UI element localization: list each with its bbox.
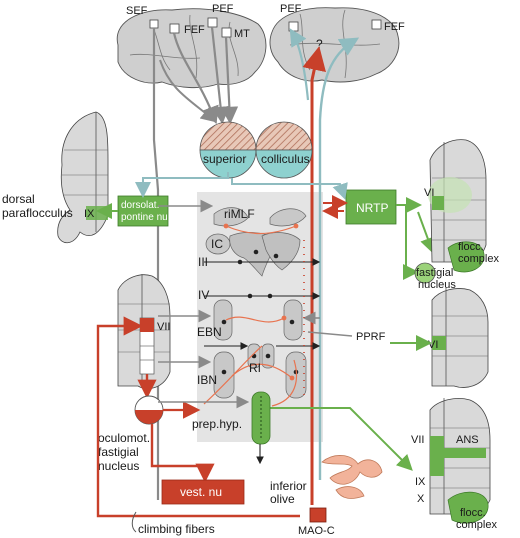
- label-mt: MT: [234, 28, 250, 40]
- mt-to-sc-path: [220, 36, 239, 125]
- label-pontine: pontine nu.: [121, 212, 171, 223]
- internal-orange-paths: [203, 225, 298, 407]
- label-prephyp: prep.hyp.: [192, 417, 242, 431]
- label-sef: SEF: [126, 5, 148, 17]
- superior-colliculus: [199, 121, 313, 179]
- mao-c-box: [309, 507, 327, 523]
- label-ix-right: IX: [415, 476, 426, 488]
- label-oculomot-2: fastigial: [98, 445, 139, 459]
- grey-brainstem-inputs: [158, 199, 320, 409]
- sef-descending-path: [152, 28, 160, 500]
- nrtp-to-flocc-path: [417, 211, 436, 254]
- label-fastigial-1: fastigial: [416, 267, 453, 279]
- label-vest: vest. nu: [180, 485, 222, 499]
- label-inferior-2: olive: [270, 492, 295, 506]
- fef-right-area-marker: [371, 19, 382, 30]
- label-colliculus: colliculus: [261, 152, 310, 166]
- dorsal-paraflocculus-cerebellum: [57, 111, 109, 244]
- pprf-pointer: [307, 331, 353, 337]
- oculomotor-vermis-cerebellum: [117, 274, 171, 389]
- label-oculomot-1: oculomot.: [98, 431, 150, 445]
- label-x-right: X: [417, 493, 425, 505]
- label-inferior-1: inferior: [270, 479, 307, 493]
- label-iii: III: [198, 255, 208, 269]
- label-climbing: climbing fibers: [138, 522, 215, 536]
- label-dorsal: dorsal: [2, 192, 35, 206]
- pef-left-area-marker: [207, 17, 218, 28]
- cerebellum-right-top: [428, 139, 487, 273]
- inferior-olive: [321, 455, 383, 499]
- label-flocc-bot-1: flocc.: [460, 507, 486, 519]
- label-flocc-top-2: complex: [458, 253, 499, 265]
- oculomotor-fastigial-nucleus: [134, 395, 164, 425]
- sef-area-marker: [149, 19, 159, 29]
- label-dorsolat: dorsolat.: [121, 200, 159, 211]
- brainstem-fibers: [204, 258, 321, 465]
- sc-to-pontine-path: [135, 172, 229, 198]
- sef-to-sc-path: [159, 59, 218, 123]
- fastigial-to-vest-path: [150, 424, 215, 483]
- olive-to-fef-path: [318, 37, 360, 480]
- label-pprf: PPRF: [356, 331, 386, 343]
- label-rimlf: riMLF: [224, 207, 255, 221]
- label-pef-right: PEF: [280, 3, 302, 15]
- cerebellum-right-middle: [431, 288, 489, 388]
- pef-to-sc-path: [210, 26, 230, 125]
- label-vi-top: VI: [424, 187, 434, 199]
- left-cortex: [116, 8, 267, 89]
- mt-area-marker: [221, 27, 232, 38]
- sc-to-nrtp-path: [231, 178, 348, 200]
- pef-right-area-marker: [288, 21, 299, 32]
- right-cortex: [269, 7, 400, 83]
- climbing-fiber-cut-mark: [131, 511, 137, 533]
- label-flocc-bot-2: complex: [456, 519, 497, 531]
- label-ic: IC: [211, 237, 223, 251]
- prephyp-to-cerebellum-path: [266, 407, 413, 471]
- label-question: ?: [316, 37, 323, 51]
- label-superior: superior: [203, 152, 246, 166]
- fef-left-area-marker: [169, 23, 180, 34]
- label-ri: RI: [249, 361, 261, 375]
- dorsolat-pontine-box: [117, 195, 169, 227]
- label-fastigial-2: nucleus: [418, 279, 456, 291]
- cerebellum-right-bottom: [429, 398, 491, 524]
- label-maoc: MAO-C: [298, 525, 335, 537]
- ascending-red-path: [302, 46, 326, 505]
- nrtp-to-fastigial-path: [403, 205, 419, 280]
- label-oculomot-3: nucleus: [98, 459, 139, 473]
- label-vii-left: VII: [157, 321, 170, 333]
- label-iv: IV: [198, 288, 209, 302]
- label-ans: ANS: [456, 434, 479, 446]
- to-pef-path: [289, 28, 310, 101]
- orange-dots: [223, 223, 299, 381]
- label-ix-left: IX: [84, 208, 95, 220]
- climbing-fiber-loop-path: [96, 316, 300, 518]
- label-vii-right: VII: [411, 434, 424, 446]
- label-flocc-top-1: flocc.: [458, 241, 484, 253]
- vestibular-nucleus-box: [161, 479, 245, 505]
- label-fef-right: FEF: [384, 21, 405, 33]
- fastigial-nucleus-right: [414, 262, 436, 284]
- label-ibn: IBN: [197, 373, 217, 387]
- label-nrtp: NRTP: [356, 201, 388, 215]
- label-pef-left: PEF: [212, 3, 234, 15]
- nrtp-box: [345, 189, 397, 225]
- label-paraflocculus: paraflocculus: [2, 206, 73, 220]
- label-fef-left: FEF: [184, 24, 205, 36]
- label-vi-mid: VI: [428, 339, 438, 351]
- label-ebn: EBN: [197, 325, 222, 339]
